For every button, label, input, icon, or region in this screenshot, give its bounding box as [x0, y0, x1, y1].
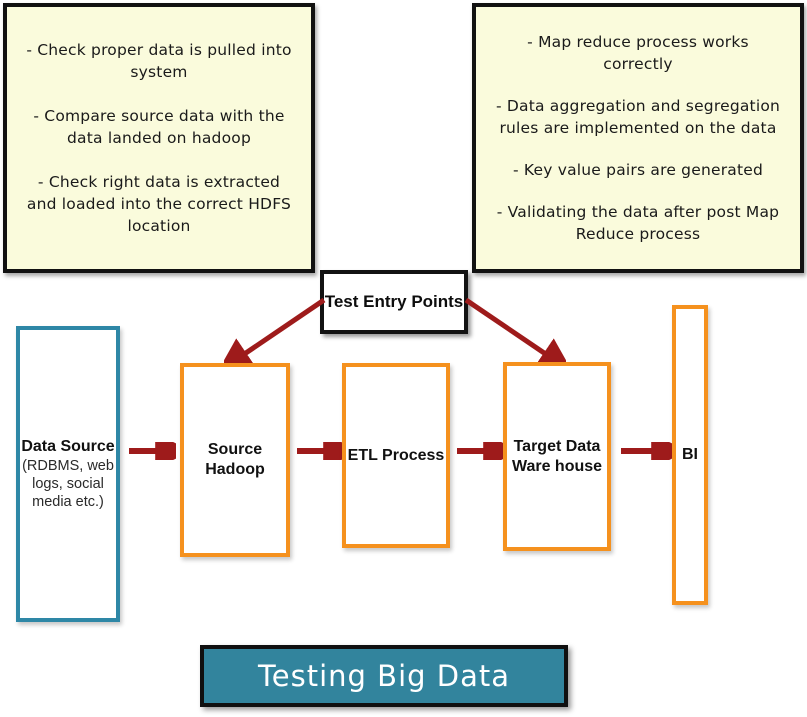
note-left-source-checks: - Check proper data is pulled into syste… [3, 3, 315, 273]
note-right-item-4: - Validating the data after post Map Red… [496, 203, 780, 243]
box-target-data-warehouse: Target Data Ware house [503, 362, 611, 551]
box-source-hadoop: Source Hadoop [180, 363, 290, 557]
arrow-source-to-hadoop [128, 442, 176, 460]
box-data-source-sublabel: (RDBMS, web logs, social media etc.) [22, 457, 114, 510]
note-right-item-1: - Map reduce process works correctly [527, 33, 749, 73]
box-etl-process-label: ETL Process [347, 446, 445, 464]
box-source-hadoop-label: Source Hadoop [205, 441, 265, 478]
box-target-data-warehouse-label: Target Data Ware house [511, 437, 603, 475]
note-right-mapreduce-checks: - Map reduce process works correctly - D… [472, 3, 804, 273]
note-left-item-1: - Check proper data is pulled into syste… [26, 41, 292, 81]
banner-testing-big-data: Testing Big Data [200, 645, 568, 707]
note-right-item-2: - Data aggregation and segregation rules… [495, 97, 781, 137]
box-data-source-label-wrap: Data Source(RDBMS, web logs, social medi… [20, 437, 116, 511]
note-left-item-3: - Check right data is extracted and load… [26, 173, 292, 235]
banner-label: Testing Big Data [258, 659, 510, 693]
box-etl-process: ETL Process [342, 363, 450, 548]
arrow-entry-to-target-warehouse [460, 296, 566, 370]
note-left-item-2: - Compare source data with the data land… [33, 107, 285, 147]
test-entry-points-label: Test Entry Points [324, 292, 464, 312]
box-bi: BI [672, 305, 708, 605]
box-data-source-title: Data Source [21, 438, 115, 456]
arrow-entry-to-source-hadoop [224, 296, 330, 370]
arrow-etl-to-target [456, 442, 504, 460]
arrow-target-to-bi [620, 442, 672, 460]
arrow-hadoop-to-etl [296, 442, 344, 460]
box-bi-label: BI [682, 446, 698, 464]
test-entry-points-box: Test Entry Points [320, 270, 468, 334]
note-right-item-3: - Key value pairs are generated [512, 161, 764, 179]
box-data-source: Data Source(RDBMS, web logs, social medi… [16, 326, 120, 622]
